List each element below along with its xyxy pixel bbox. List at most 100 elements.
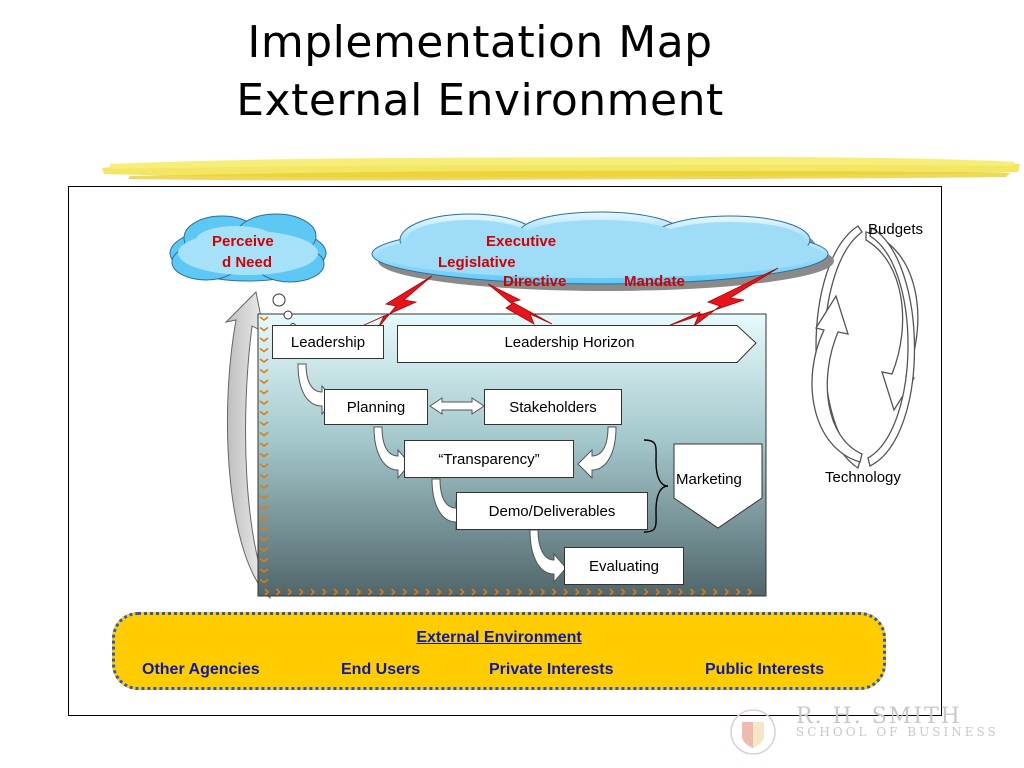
chevron-mark bbox=[459, 588, 465, 596]
external-environment-title: External Environment bbox=[416, 629, 582, 646]
chevron-mark bbox=[259, 421, 269, 426]
env-item-private-interests: Private Interests bbox=[489, 661, 614, 678]
evaluating-box: Evaluating bbox=[564, 547, 684, 585]
chevron-mark bbox=[259, 368, 269, 374]
chevron-mark bbox=[643, 588, 649, 596]
chevron-mark bbox=[310, 588, 316, 596]
chevron-mark bbox=[425, 588, 431, 596]
external-environment-panel: External Environment Other Agencies End … bbox=[112, 612, 886, 690]
chevron-mark bbox=[259, 473, 269, 479]
chevron-mark bbox=[298, 588, 304, 596]
school-logo-subtitle: SCHOOL OF BUSINESS bbox=[796, 725, 999, 739]
transparency-box: “Transparency” bbox=[404, 440, 574, 478]
env-item-other-agencies: Other Agencies bbox=[142, 661, 260, 678]
chevron-mark bbox=[678, 588, 684, 596]
chevron-mark bbox=[735, 588, 741, 596]
chevron-mark bbox=[367, 588, 373, 596]
budgets-label: Budgets bbox=[868, 221, 924, 238]
chevron-mark bbox=[712, 588, 718, 596]
highlighter-stroke bbox=[102, 157, 1020, 181]
env-item-end-users: End Users bbox=[341, 661, 421, 678]
chevron-mark bbox=[724, 588, 730, 596]
chevron-mark bbox=[333, 588, 339, 596]
chevron-mark bbox=[666, 588, 672, 596]
chevron-mark bbox=[379, 588, 385, 596]
chevron-mark bbox=[402, 588, 408, 596]
marketing-bracket bbox=[643, 439, 669, 533]
chevron-mark bbox=[259, 515, 269, 521]
chevron-mark bbox=[436, 588, 442, 596]
school-logo-name: R. H. SMITH bbox=[796, 704, 962, 729]
chevron-mark bbox=[747, 588, 753, 596]
legislative-label: Legislative bbox=[438, 254, 516, 271]
chevron-mark bbox=[259, 326, 269, 332]
chevron-mark bbox=[494, 588, 500, 596]
chevron-mark bbox=[259, 547, 269, 552]
authority-cloud-shape bbox=[371, 211, 834, 291]
chevron-mark bbox=[259, 578, 269, 584]
perceived-need-line-1: Perceive bbox=[212, 233, 274, 250]
maryland-seal-logo bbox=[730, 709, 776, 755]
chevron-mark bbox=[259, 452, 269, 458]
chevron-mark bbox=[482, 588, 488, 596]
chevron-border bbox=[259, 316, 753, 596]
chevron-mark bbox=[505, 588, 511, 596]
technology-label: Technology bbox=[825, 469, 901, 486]
chevron-mark bbox=[597, 588, 603, 596]
chevron-mark bbox=[517, 588, 523, 596]
demo-deliverables-box: Demo/Deliverables bbox=[456, 492, 648, 530]
chevron-mark bbox=[551, 588, 557, 596]
chevron-mark bbox=[321, 588, 327, 596]
chevron-mark bbox=[259, 484, 269, 489]
chevron-mark bbox=[620, 588, 626, 596]
chevron-mark bbox=[259, 442, 269, 447]
chevron-mark bbox=[471, 588, 477, 596]
chevron-mark bbox=[275, 588, 281, 596]
chevron-mark bbox=[689, 588, 695, 596]
chevron-mark bbox=[259, 463, 269, 468]
title-line-2: External Environment bbox=[236, 75, 724, 126]
chevron-mark bbox=[259, 536, 269, 542]
planning-box: Planning bbox=[324, 389, 428, 425]
env-item-public-interests: Public Interests bbox=[705, 661, 825, 678]
chevron-mark bbox=[413, 588, 419, 596]
leadership-horizon-arrow: Leadership Horizon bbox=[397, 325, 757, 363]
chevron-mark bbox=[264, 588, 270, 596]
mandate-label: Mandate bbox=[624, 273, 685, 290]
marketing-pentagon bbox=[673, 443, 763, 529]
chevron-mark bbox=[574, 588, 580, 596]
page-title: Implementation Map External Environment bbox=[0, 14, 960, 130]
perceived-need-line-2: d Need bbox=[222, 254, 273, 271]
chevron-mark bbox=[655, 588, 661, 596]
chevron-mark bbox=[563, 588, 569, 596]
chevron-mark bbox=[356, 588, 362, 596]
chevron-mark bbox=[390, 588, 396, 596]
lightning-bolts bbox=[361, 267, 779, 329]
chevron-mark bbox=[701, 588, 707, 596]
chevron-mark bbox=[259, 379, 269, 384]
marketing-label: Marketing bbox=[676, 471, 742, 488]
perceived-need-cloud-fill bbox=[178, 226, 318, 275]
chevron-mark bbox=[259, 568, 269, 573]
executive-label: Executive bbox=[486, 233, 557, 250]
chevron-mark bbox=[259, 347, 269, 353]
chevron-mark bbox=[287, 588, 293, 596]
chevron-mark bbox=[259, 358, 269, 363]
chevron-mark bbox=[259, 410, 269, 416]
chevron-mark bbox=[259, 557, 269, 563]
chevron-mark bbox=[586, 588, 592, 596]
chevron-mark bbox=[259, 389, 269, 395]
chevron-mark bbox=[609, 588, 615, 596]
school-logo: R. H. SMITH SCHOOL OF BUSINESS bbox=[796, 704, 999, 739]
chevron-mark bbox=[259, 316, 269, 321]
chevron-mark bbox=[259, 400, 269, 405]
chevron-mark bbox=[540, 588, 546, 596]
chevron-mark bbox=[344, 588, 350, 596]
chevron-mark bbox=[632, 588, 638, 596]
chevron-mark bbox=[259, 526, 269, 531]
leadership-box: Leadership bbox=[272, 325, 384, 359]
directive-label: Directive bbox=[503, 273, 567, 290]
chevron-mark bbox=[259, 337, 269, 342]
feedback-arrow bbox=[224, 290, 271, 600]
chevron-mark bbox=[259, 505, 269, 510]
